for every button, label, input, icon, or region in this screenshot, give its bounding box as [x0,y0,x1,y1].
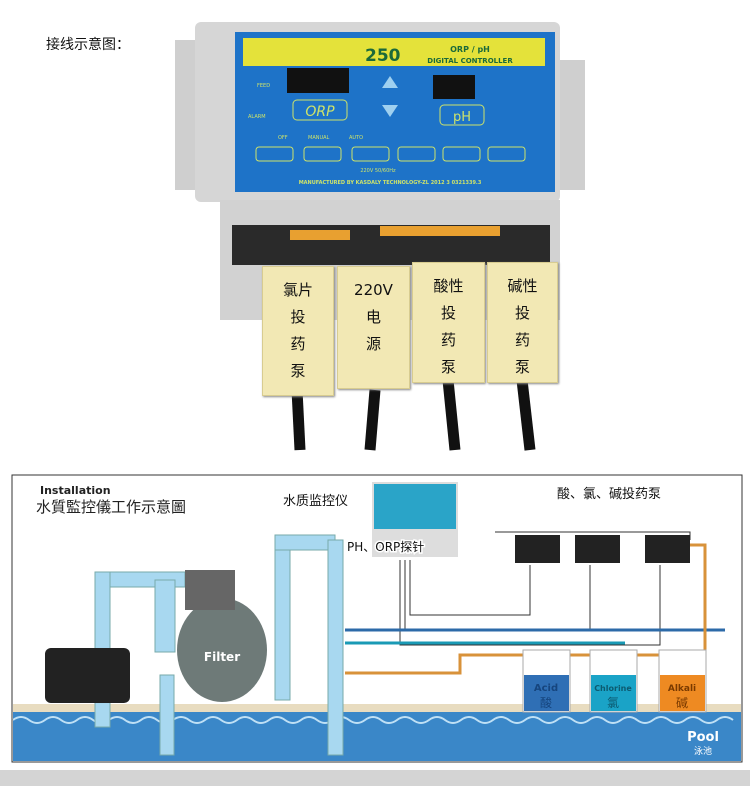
bottom-bar [0,770,750,786]
diagram-shape [591,675,636,711]
controller-orp_key: ORP [305,104,335,120]
label-alkali-pump: 碱性投药泵 [487,262,558,383]
diagram-shape [13,704,741,712]
pumps-label: 酸、氯、碱投药泵 [557,486,661,502]
down-icon [382,105,398,117]
controller-title2: DIGITAL CONTROLLER [427,57,513,65]
diagram-shape [290,230,350,240]
controller-maker: MANUFACTURED BY KASDALY TECHNOLOGY-ZL 20… [299,180,482,186]
controller-feed: FEED [257,83,270,89]
controller-manual: MANUAL [308,135,330,141]
diagram-shape [255,146,294,162]
controller-ph_key: pH [453,110,471,125]
diagram-tanks-1-cn: 氯 [607,696,619,710]
controller-photo: 250 ORP / pH DIGITAL CONTROLLER ORP pH F… [175,22,585,451]
model-number: 250 [365,46,401,66]
diagram-shape [645,535,690,563]
cables [291,379,536,451]
ph-key [439,104,485,126]
diagram-pool_en: Pool [687,730,719,745]
title-en: Installation [40,484,111,497]
diagram-shape [303,146,342,162]
diagram-shape [487,146,526,162]
label-acid-pump: 酸性投药泵 [412,262,485,383]
installation-diagram: Installation 水質監控儀工作示意圖 水质监控仪 酸、氯、碱投药泵 F… [11,474,743,763]
dosing-pumps [515,535,690,563]
diagram-shape [12,716,734,724]
controller-auto: AUTO [349,135,363,141]
controller-title1: ORP / pH [450,45,490,54]
orp-key [292,99,348,121]
diagram-shape [397,146,436,162]
diagram-shape [185,570,235,610]
diagram-shape [524,675,569,711]
chemical-tanks [522,649,707,713]
filter-tank [177,598,267,702]
controller-power: 220V 50/60Hz [360,168,396,174]
diagram-shape [291,389,306,451]
monitor-label: 水质监控仪 [283,494,348,509]
diagram-filter: Filter [204,650,240,664]
diagram-shape [327,539,344,756]
caption: 接线示意图： [46,37,130,53]
title-cn: 水質監控儀工作示意圖 [36,498,186,516]
monitor-device [374,484,456,529]
controller-alarm: ALARM [248,114,266,120]
diagram-shape [516,379,536,451]
diagram-tanks-1-en: Chlorine [594,684,632,693]
orp-display [287,68,349,93]
diagram-shape [351,146,390,162]
diagram-shape [442,379,461,451]
diagram-tanks-0-cn: 酸 [540,695,552,710]
diagram-shape [575,535,620,563]
probe-label: PH、ORP探针 [347,539,424,554]
diagram-shape [399,560,661,646]
label-chlorine-pump: 氯片投药泵 [262,266,334,396]
diagram-tanks-0-en: Acid [534,683,558,694]
controller-off: OFF [278,135,288,141]
diagram-shape [364,389,381,451]
diagram-tanks-2-en: Alkali [668,684,696,694]
diagram-shape [154,579,176,653]
up-icon [382,76,398,88]
diagram-shape [255,146,526,162]
yellow-banner [243,38,545,66]
diagram-shape [442,146,481,162]
diagram-shape [660,675,705,711]
pump [45,648,130,703]
diagram-shape [380,226,500,236]
diagram-shape [515,535,560,563]
ph-display [433,75,475,99]
diagram-shape [345,543,707,675]
diagram-shape [159,674,175,756]
diagram-shape [274,534,291,701]
diagram-pool_cn: 泳池 [694,745,712,757]
diagram-shape [274,534,336,551]
diagram-shape [409,560,531,616]
diagram-tanks-2-cn: 碱 [676,696,688,710]
